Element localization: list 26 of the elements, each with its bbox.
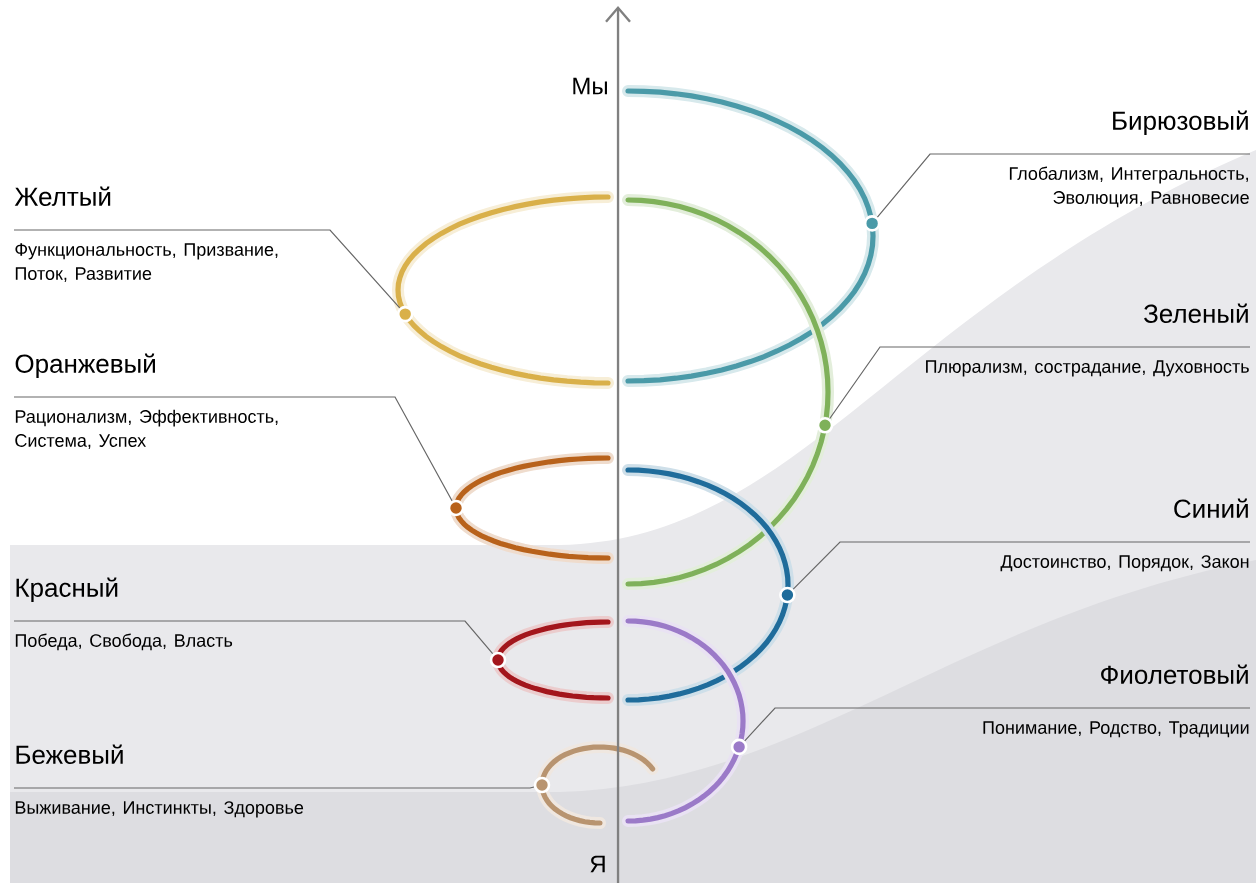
level-label: Бежевый Выживание, Инстинкты, Здоровье	[15, 744, 304, 818]
marker-dot	[533, 776, 551, 794]
leader-line	[13, 620, 494, 655]
level-label: Фиолетовый Понимание, Родство, Традиции	[983, 664, 1249, 738]
marker-dot	[863, 215, 881, 232]
level-label: Зеленый Плюрализм, сострадание, Духовность	[926, 303, 1249, 377]
leader-line	[744, 707, 1251, 742]
level-label: Красный Победа, Свобода, Власть	[15, 577, 233, 651]
marker-dot	[489, 651, 507, 669]
leader-line	[13, 786, 535, 789]
marker-dot	[396, 305, 414, 323]
level-label: Оранжевый Рационализм, Эффективность, Система, Успех	[15, 353, 278, 449]
level-label: Желтый Функциональность, Призвание, Поток, Развитие	[14, 186, 278, 282]
leader-line	[792, 541, 1251, 590]
level-label: Синий Достоинство, Порядок, Закон	[1000, 498, 1249, 572]
level-label: Бирюзовый Глобализм, Интегральность, Эволюция, Равновесие	[1009, 110, 1249, 208]
leader-line	[13, 396, 453, 502]
marker-dot	[779, 586, 796, 604]
leader-line	[829, 346, 1251, 420]
marker-dot	[447, 499, 465, 517]
leader-line	[876, 153, 1251, 218]
leader-line	[13, 229, 401, 309]
marker-dot	[730, 738, 748, 756]
marker-dot	[816, 417, 834, 434]
axis-label: Я	[590, 855, 605, 873]
axis-label: Мы	[573, 77, 607, 95]
